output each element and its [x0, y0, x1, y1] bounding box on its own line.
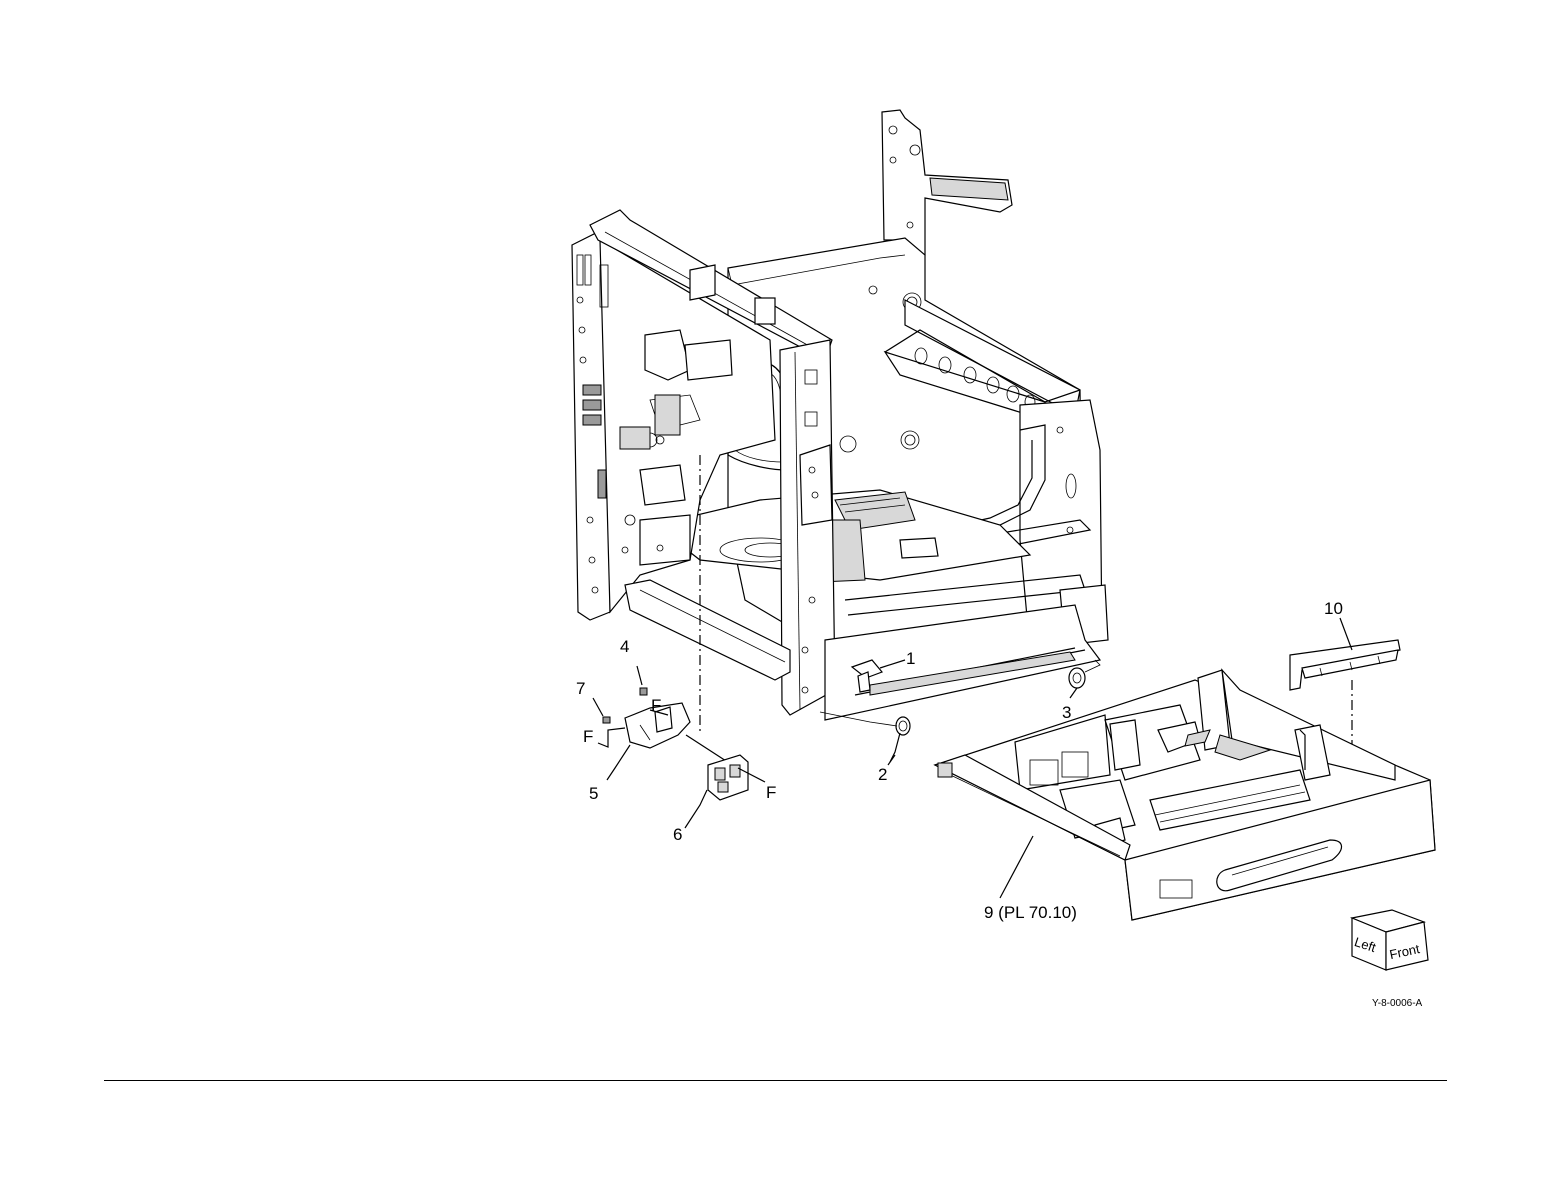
- part-10-cover: [1290, 618, 1400, 690]
- connector-label-f-bracket: F: [651, 696, 661, 715]
- part-4-screw: [637, 666, 647, 695]
- callout-7: 7: [576, 679, 585, 698]
- part-6-sensor: [685, 755, 765, 828]
- main-frame-assembly: [572, 110, 1108, 720]
- orientation-cube: Left Front: [1352, 910, 1428, 970]
- footer-divider: [104, 1080, 1447, 1081]
- connector-label-f-left: F: [583, 727, 593, 746]
- callout-9: 9 (PL 70.10): [984, 903, 1077, 922]
- figure-id: Y-8-0006-A: [1372, 998, 1423, 1009]
- part-9-paper-tray: [935, 670, 1435, 920]
- callout-10: 10: [1324, 599, 1343, 618]
- callout-2: 2: [878, 765, 887, 784]
- callout-6: 6: [673, 825, 682, 844]
- callout-1: 1: [906, 649, 915, 668]
- part-7-screw: [593, 698, 610, 723]
- callout-4: 4: [620, 637, 629, 656]
- connector-label-f-sensor: F: [766, 783, 776, 802]
- callout-3: 3: [1062, 703, 1071, 722]
- callout-5: 5: [589, 784, 598, 803]
- part-2-roller: [820, 712, 910, 762]
